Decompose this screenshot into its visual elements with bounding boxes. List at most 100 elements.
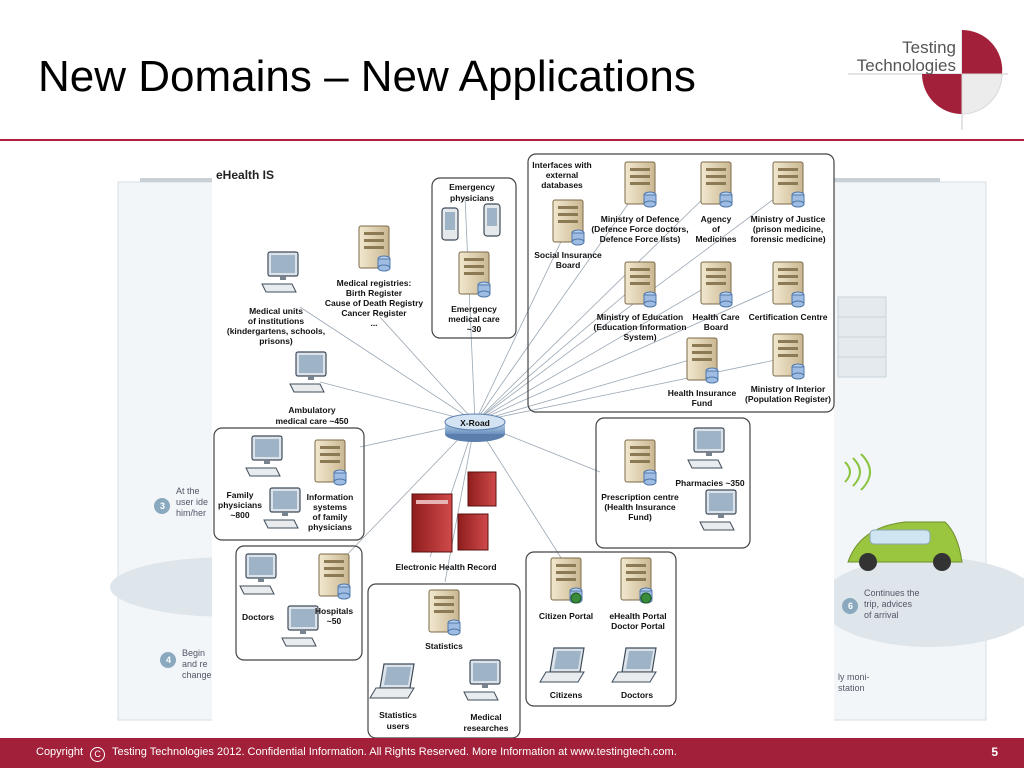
building-illustration [837, 296, 887, 378]
node-family-physicians: Family physicians ~800 [218, 435, 301, 529]
node-external-interfaces: Interfaces with external databases [532, 160, 592, 190]
footer-bar: Copyright C Testing Technologies 2012. C… [0, 738, 1024, 768]
svg-text:Statistics: Statistics [379, 710, 417, 720]
svg-text:Emergency: Emergency [451, 304, 497, 314]
node-certification-centre: Certification Centre [749, 261, 828, 322]
svg-text:databases: databases [541, 180, 583, 190]
logo-line-1: Testing [902, 38, 956, 57]
svg-text:Begin: Begin [182, 648, 205, 658]
svg-text:Family: Family [227, 490, 254, 500]
node-ehealth-portal: eHealth Portal Doctor Portal [609, 557, 667, 631]
svg-text:Certification Centre: Certification Centre [749, 312, 828, 322]
ehealth-diagram: 3 At the user ide him/her 4 Begin and re… [110, 153, 1024, 738]
node-ambulatory: Ambulatory medical care ~450 [275, 351, 349, 426]
svg-text:Prescription centre: Prescription centre [601, 492, 679, 502]
footer-text: Copyright C Testing Technologies 2012. C… [36, 746, 677, 762]
svg-text:physicians: physicians [218, 500, 262, 510]
svg-text:medical care: medical care [448, 314, 500, 324]
step-3-caption: 3 At the user ide him/her [154, 486, 208, 518]
svg-text:...: ... [370, 318, 377, 328]
page-number: 5 [991, 745, 998, 759]
svg-text:~800: ~800 [230, 510, 249, 520]
svg-text:X-Road: X-Road [460, 418, 490, 428]
svg-text:Emergency: Emergency [449, 182, 495, 192]
svg-text:Ambulatory: Ambulatory [288, 405, 336, 415]
server-icon [624, 161, 657, 208]
svg-text:(Health Insurance: (Health Insurance [604, 502, 676, 512]
svg-text:Electronic Health Record: Electronic Health Record [395, 562, 496, 572]
svg-text:Citizens: Citizens [550, 690, 583, 700]
poster-right-caption-1: ly moni- [838, 672, 870, 682]
svg-text:Ministry of Justice: Ministry of Justice [751, 214, 826, 224]
svg-text:Ministry of Defence: Ministry of Defence [601, 214, 680, 224]
node-health-care-board: Health Care Board [692, 261, 740, 332]
svg-text:systems: systems [313, 502, 347, 512]
node-pharmacies: Pharmacies ~350 [675, 427, 745, 531]
svg-text:external: external [546, 170, 579, 180]
server-icon [318, 553, 351, 600]
svg-text:forensic medicine): forensic medicine) [750, 234, 825, 244]
diagram-title: eHealth IS [216, 168, 274, 182]
node-ministry-interior: Ministry of Interior (Population Registe… [745, 333, 831, 404]
svg-text:Medical registries:: Medical registries: [337, 278, 412, 288]
node-citizen-portal: Citizen Portal [539, 557, 593, 621]
svg-text:users: users [387, 721, 410, 731]
group-boxes [213, 153, 835, 738]
server-icon [686, 337, 719, 384]
poster-right-caption-2: station [838, 683, 865, 693]
svg-text:Board: Board [556, 260, 581, 270]
diagram-panel [212, 154, 834, 738]
svg-text:Ministry of Education: Ministry of Education [597, 312, 683, 322]
node-statistics: Statistics [425, 589, 463, 651]
svg-text:Birth Register: Birth Register [346, 288, 403, 298]
svg-text:Statistics: Statistics [425, 641, 463, 651]
svg-text:user ide: user ide [176, 497, 208, 507]
node-electronic-health-record: Electronic Health Record [395, 471, 497, 572]
car-illustration [847, 521, 963, 571]
svg-text:(Education Information: (Education Information [593, 322, 686, 332]
svg-text:physicians: physicians [450, 193, 494, 203]
svg-text:(Defence Force doctors,: (Defence Force doctors, [591, 224, 688, 234]
monitor-icon [687, 427, 725, 469]
title-divider [0, 139, 1024, 141]
svg-text:At the: At the [176, 486, 200, 496]
node-emergency-physicians: Emergency physicians [441, 182, 501, 241]
node-ministry-education: Ministry of Education (Education Informa… [593, 261, 687, 342]
node-medical-registries: Medical registries: Birth Register Cause… [325, 225, 423, 328]
node-hospitals: Hospitals ~50 [315, 553, 354, 626]
svg-text:Hospitals: Hospitals [315, 606, 354, 616]
svg-text:Board: Board [704, 322, 729, 332]
server-icon [428, 589, 461, 636]
svg-text:researches: researches [464, 723, 509, 733]
svg-text:Medical units: Medical units [249, 306, 303, 316]
pda-icon [483, 203, 501, 237]
node-information-systems: Information systems of family physicians [307, 439, 353, 532]
svg-text:Doctor Portal: Doctor Portal [611, 621, 665, 631]
svg-text:Fund): Fund) [628, 512, 652, 522]
server-icon [772, 261, 805, 308]
server-icon [772, 333, 805, 380]
copyright-label: Copyright [36, 746, 84, 758]
globe-icon [570, 592, 582, 604]
logo-line-2: Technologies [857, 56, 956, 75]
monitor-icon [699, 489, 737, 531]
server-icon [552, 199, 585, 246]
svg-text:medical care ~450: medical care ~450 [275, 416, 348, 426]
svg-text:and re: and re [182, 659, 208, 669]
svg-text:Health Insurance: Health Insurance [668, 388, 737, 398]
svg-text:of: of [712, 224, 720, 234]
svg-text:Fund: Fund [692, 398, 713, 408]
node-ministry-justice: Ministry of Justice (prison medicine, fo… [750, 161, 826, 244]
copyright-text: Testing Technologies 2012. Confidential … [112, 746, 677, 758]
svg-text:trip, advices: trip, advices [864, 599, 913, 609]
svg-text:Medicines: Medicines [695, 234, 736, 244]
svg-text:him/her: him/her [176, 508, 206, 518]
svg-text:physicians: physicians [308, 522, 352, 532]
node-statistics-users: Statistics users [369, 663, 417, 731]
svg-text:Interfaces with: Interfaces with [532, 160, 592, 170]
server-icon [700, 161, 733, 208]
svg-text:3: 3 [160, 501, 165, 511]
svg-text:change: change [182, 670, 212, 680]
svg-text:Ministry of Interior: Ministry of Interior [751, 384, 826, 394]
svg-text:Defence Force lists): Defence Force lists) [600, 234, 681, 244]
